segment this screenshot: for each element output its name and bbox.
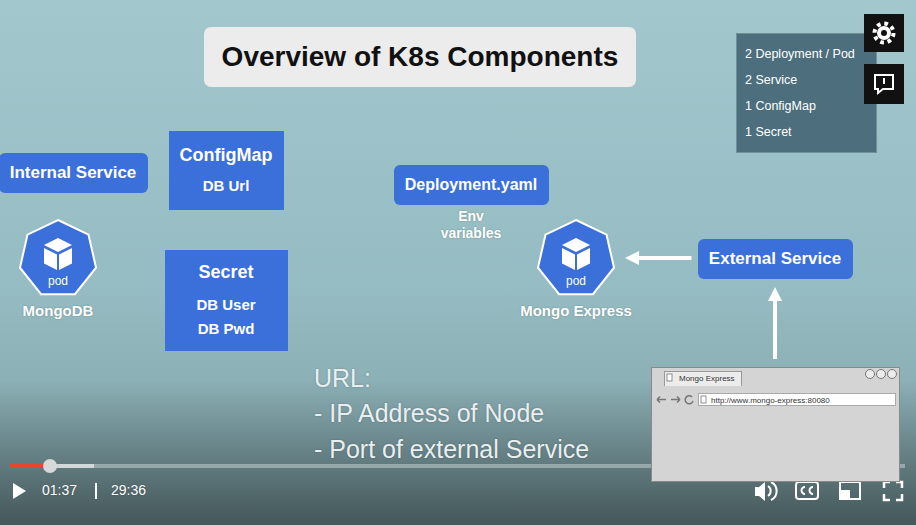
component-box: External Service — [698, 239, 853, 279]
back-arrow — [657, 397, 666, 403]
forward-arrow — [671, 397, 680, 403]
url-note: - IP Address of Node — [314, 398, 544, 428]
summary-panel: 2 Deployment / Pod2 Service1 ConfigMap1 … — [736, 33, 877, 153]
browser-tab: Mongo Express — [664, 371, 742, 386]
diagram-title: Overview of K8s Components — [204, 27, 637, 87]
volume-wave — [768, 486, 771, 496]
count-line: 1 Secret — [745, 119, 868, 145]
volume-icon — [755, 482, 765, 501]
url-page-icon — [701, 396, 706, 403]
captions-glyph — [802, 487, 805, 494]
bubble-icon — [875, 75, 893, 93]
note-text: Env variables — [431, 208, 511, 242]
button-ground — [864, 64, 904, 104]
browser-chrome — [657, 370, 897, 404]
cube-icon — [562, 238, 590, 270]
file-box: Deployment.yaml — [394, 165, 549, 205]
box-text: DB Url — [203, 177, 250, 195]
pod-kind: pod — [535, 274, 617, 288]
gear-teeth — [875, 24, 894, 43]
pip-inner — [841, 490, 850, 498]
window-button — [877, 370, 886, 379]
pod-label: Mongo Express — [520, 302, 632, 320]
pod-kind: pod — [17, 274, 99, 288]
count-line: 1 ConfigMap — [745, 93, 868, 119]
button-ground — [864, 14, 904, 52]
cube-icon — [44, 238, 72, 270]
feedback-button — [864, 64, 904, 104]
arrow-connector — [773, 301, 777, 359]
file-node: Deployment.yamlEnv variables — [394, 165, 549, 242]
settings-button — [864, 14, 904, 52]
gear-hole — [881, 30, 887, 36]
reload-icon — [685, 396, 693, 404]
time-separator — [95, 483, 97, 499]
address-bar: http://www.mongo-express:80080 — [698, 393, 896, 406]
window-button — [888, 370, 897, 379]
pod-shape: pod — [535, 218, 617, 298]
tab-page-icon — [667, 374, 672, 381]
component-box: Secret DB User DB Pwd — [165, 250, 288, 351]
count-line: 2 Deployment / Pod — [745, 41, 868, 67]
fullscreen-icon — [884, 482, 902, 500]
volume-wave — [771, 482, 777, 500]
progress-knob — [43, 459, 57, 473]
file-name: Deployment.yaml — [405, 175, 537, 194]
player-controls — [13, 482, 902, 501]
box-text: Internal Service — [10, 163, 137, 183]
count-line: 2 Service — [745, 67, 868, 93]
box-text: External Service — [709, 249, 841, 269]
captions-glyph — [810, 487, 814, 494]
arrow-connector — [639, 256, 692, 260]
box-text: DB User — [196, 296, 255, 314]
window-button — [866, 370, 875, 379]
url-note: - Port of external Service — [314, 434, 589, 464]
time-total: 29:36 — [111, 482, 146, 499]
pip-icon — [840, 482, 860, 499]
url-note: URL: — [314, 363, 371, 393]
pod-node: podMongoDB — [17, 218, 99, 320]
pod-node: podMongo Express — [520, 218, 632, 320]
pod-label: MongoDB — [23, 302, 94, 320]
browser-window: Mongo Express http://www.mongo-express:80… — [651, 367, 900, 482]
time-elapsed: 01:37 — [42, 482, 77, 499]
gear-body — [877, 26, 891, 40]
box-text: Secret — [198, 262, 253, 284]
component-box: Internal Service — [0, 153, 148, 193]
pod-shape: pod — [17, 218, 99, 298]
bubble-mark — [883, 78, 885, 84]
box-text: ConfigMap — [180, 145, 273, 167]
play-icon — [13, 483, 26, 499]
captions-icon — [796, 482, 818, 499]
box-text: DB Pwd — [198, 320, 255, 338]
component-box: ConfigMap DB Url — [169, 131, 284, 210]
